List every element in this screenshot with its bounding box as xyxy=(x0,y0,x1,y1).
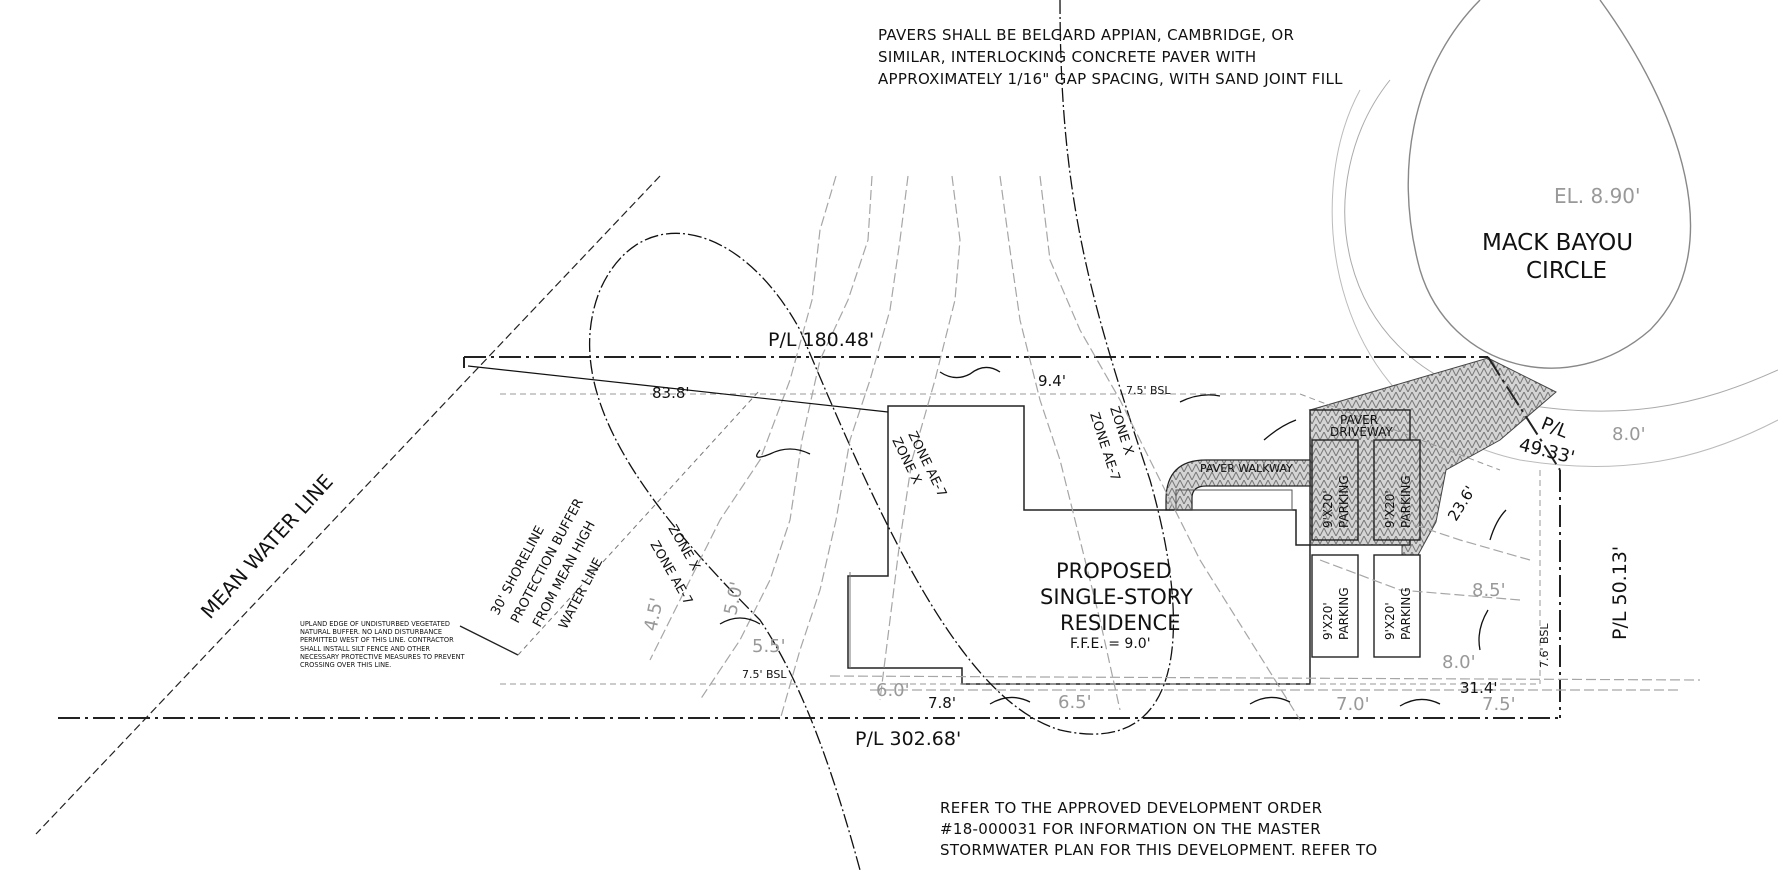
contour-label-55: 5.5' xyxy=(752,636,786,657)
paver-note-line1: PAVERS SHALL BE BELGARD APPIAN, CAMBRIDG… xyxy=(878,26,1295,44)
residence-label-line2: SINGLE-STORY xyxy=(1040,585,1193,609)
paver-note-line2: SIMILAR, INTERLOCKING CONCRETE PAVER WIT… xyxy=(878,48,1257,66)
paver-spec-note: PAVERS SHALL BE BELGARD APPIAN, CAMBRIDG… xyxy=(878,24,1343,90)
parking-3-label: PARKING xyxy=(1337,587,1351,640)
bsl-south-label: 7.5' BSL xyxy=(742,668,787,681)
refer-note-line3: STORMWATER PLAN FOR THIS DEVELOPMENT. RE… xyxy=(940,841,1378,859)
flow-arrows xyxy=(719,366,1507,707)
stormwater-reference-note: REFER TO THE APPROVED DEVELOPMENT ORDER … xyxy=(940,798,1378,861)
street-elevation-label: EL. 8.90' xyxy=(1554,184,1641,208)
paver-walkway-label: PAVER WALKWAY xyxy=(1200,462,1293,475)
contour-label-85: 8.5' xyxy=(1472,580,1506,601)
pl-south-label: P/L 302.68' xyxy=(855,728,961,750)
residence-label-line1: PROPOSED xyxy=(1056,559,1172,583)
buffer-line xyxy=(459,625,519,656)
dimension-314: 31.4' xyxy=(1460,679,1498,697)
street-name-line1: MACK BAYOU xyxy=(1482,230,1633,256)
bsl-north-label: 7.5' BSL xyxy=(1126,384,1171,397)
parking-2-label: PARKING xyxy=(1399,475,1413,528)
dimension-line-83 xyxy=(467,365,889,413)
contour-label-80b: 8.0' xyxy=(1612,424,1646,445)
parking-1-label: PARKING xyxy=(1337,475,1351,528)
refer-note-line1: REFER TO THE APPROVED DEVELOPMENT ORDER xyxy=(940,799,1323,817)
street-name-line2: CIRCLE xyxy=(1526,258,1607,284)
pl-east-label: P/L 50.13' xyxy=(1609,546,1631,640)
mean-water-line-label: MEAN WATER LINE xyxy=(196,469,338,623)
residence-label-line3: RESIDENCE xyxy=(1060,611,1180,635)
refer-note-line2: #18-000031 FOR INFORMATION ON THE MASTER xyxy=(940,820,1321,838)
parking-3-size: 9'X20' xyxy=(1321,602,1335,640)
contour-label-70: 7.0' xyxy=(1336,694,1370,715)
dimension-236: 23.6' xyxy=(1444,483,1479,524)
flood-zone-line xyxy=(589,0,1174,870)
contour-label-50: 5.0' xyxy=(720,580,748,617)
parking-2-size: 9'X20' xyxy=(1383,490,1397,528)
parking-space-2 xyxy=(1373,439,1421,541)
pl-front-label: P/L xyxy=(1538,413,1571,443)
contour-label-75: 7.5' xyxy=(1482,694,1516,715)
contour-label-45: 4.5' xyxy=(640,596,668,633)
residence-ffe: F.F.E. = 9.0' xyxy=(1070,636,1151,652)
dimension-94: 9.4' xyxy=(1038,372,1066,390)
parking-4-label: PARKING xyxy=(1399,587,1413,640)
dimension-78: 7.8' xyxy=(928,694,956,712)
parking-space-3 xyxy=(1311,554,1359,658)
walkway-border xyxy=(1175,489,1293,511)
paver-driveway-label-2: DRIVEWAY xyxy=(1330,425,1393,439)
pl-north-label: P/L 180.48' xyxy=(768,329,874,351)
contour-label-60: 6.0' xyxy=(876,680,910,701)
parking-space-4 xyxy=(1373,554,1421,658)
setback-lines xyxy=(500,393,1541,685)
parking-1-size: 9'X20' xyxy=(1321,490,1335,528)
bsl-east-label: 7.6' BSL xyxy=(1538,623,1551,668)
upland-buffer-note: UPLAND EDGE OF UNDISTURBED VEGETATED NAT… xyxy=(300,620,465,670)
contour-label-65: 6.5' xyxy=(1058,692,1092,713)
paver-driveway-label-1: PAVER xyxy=(1340,413,1378,427)
parking-4-size: 9'X20' xyxy=(1383,602,1397,640)
paver-note-line3: APPROXIMATELY 1/16" GAP SPACING, WITH SA… xyxy=(878,70,1343,88)
mean-water-line xyxy=(35,175,661,835)
dimension-83: 83.8' xyxy=(652,384,690,402)
parking-space-1 xyxy=(1311,439,1359,541)
property-lines xyxy=(58,356,1561,719)
contour-label-80a: 8.0' xyxy=(1442,652,1476,673)
cul-de-sac-outline xyxy=(1407,0,1692,369)
buffer-edge-line xyxy=(517,389,761,656)
